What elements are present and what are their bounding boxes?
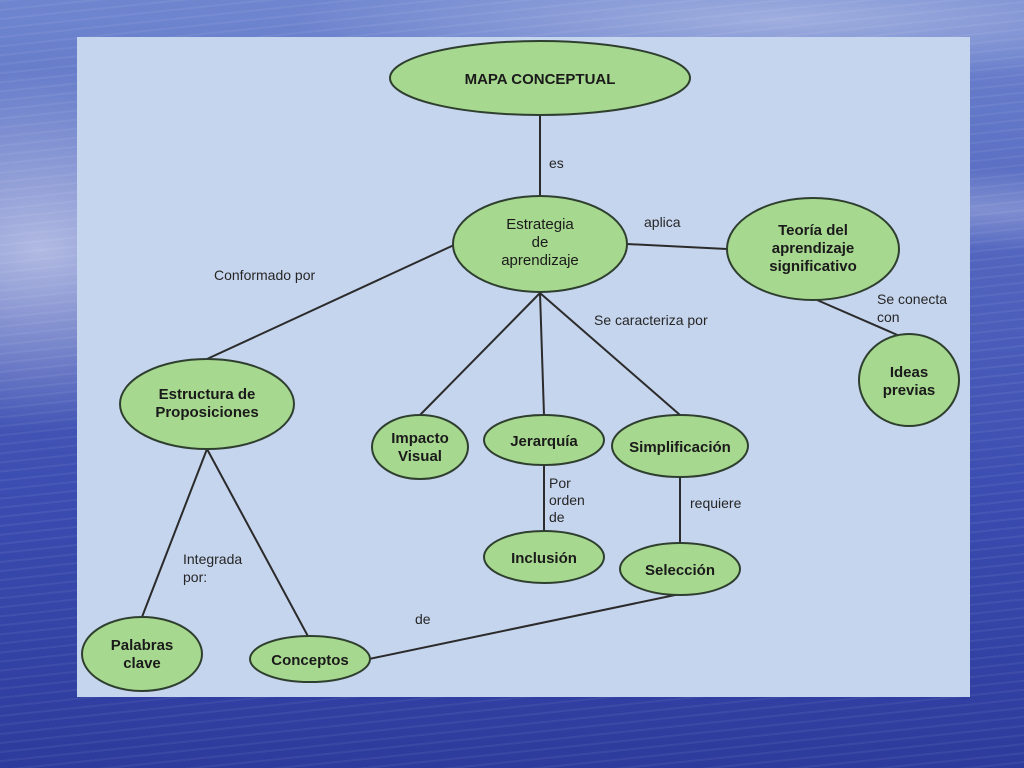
edge-label-de: de bbox=[415, 611, 431, 627]
node-label: Impacto bbox=[391, 430, 449, 447]
node-conceptos: Conceptos bbox=[249, 635, 371, 683]
edge-label-por-orden-de-1: Por bbox=[549, 475, 571, 491]
edge-label-requiere: requiere bbox=[690, 495, 742, 511]
node-label: Jerarquía bbox=[510, 433, 578, 450]
edge-label-se-conecta-con-1: Se conecta bbox=[877, 291, 947, 307]
edge-label-conformado-por: Conformado por bbox=[214, 267, 316, 283]
edge-labels: es aplica Conformado por Se caracteriza … bbox=[183, 155, 947, 627]
node-label: Ideas bbox=[890, 364, 928, 381]
node-label: Conceptos bbox=[271, 652, 349, 669]
edges bbox=[141, 115, 903, 660]
node-estructura-proposiciones: Estructura de Proposiciones bbox=[119, 358, 295, 450]
node-label: Selección bbox=[645, 562, 715, 579]
edge-teoria-ideas bbox=[816, 299, 903, 338]
edge-estrategia-jerarquia bbox=[539, 292, 545, 416]
node-palabras-clave: Palabras clave bbox=[81, 616, 203, 692]
node-estrategia-aprendizaje: Estrategia de aprendizaje bbox=[452, 195, 628, 293]
node-label: aprendizaje bbox=[501, 252, 579, 269]
concept-map-diagram: es aplica Conformado por Se caracteriza … bbox=[81, 40, 960, 692]
edge-estrategia-estructura bbox=[206, 244, 455, 360]
node-label: Palabras bbox=[111, 637, 174, 654]
node-teoria-aprendizaje-significativo: Teoría del aprendizaje significativo bbox=[726, 197, 900, 301]
edge-estrategia-teoria bbox=[626, 243, 728, 250]
node-label: Estrategia bbox=[506, 216, 574, 233]
node-label: Teoría del bbox=[778, 222, 848, 239]
node-jerarquia: Jerarquía bbox=[483, 414, 605, 466]
node-label: Simplificación bbox=[629, 439, 731, 456]
edge-label-se-conecta-con-2: con bbox=[877, 309, 900, 325]
edge-label-integrada-por-1: Integrada bbox=[183, 551, 242, 567]
edge-label-por-orden-de-3: de bbox=[549, 509, 565, 525]
node-impacto-visual: Impacto Visual bbox=[371, 414, 469, 480]
node-label: Inclusión bbox=[511, 550, 577, 567]
node-simplificacion: Simplificación bbox=[611, 414, 749, 478]
node-label: previas bbox=[883, 382, 936, 399]
node-label: aprendizaje bbox=[772, 240, 855, 257]
edge-label-se-caracteriza-por: Se caracteriza por bbox=[594, 312, 708, 328]
node-label: Visual bbox=[398, 448, 442, 465]
edge-label-integrada-por-2: por: bbox=[183, 569, 207, 585]
edge-seleccion-conceptos bbox=[368, 593, 681, 660]
node-label: de bbox=[532, 234, 549, 251]
edge-estrategia-simplificacion bbox=[539, 292, 681, 416]
node-seleccion: Selección bbox=[619, 542, 741, 596]
node-mapa-conceptual: MAPA CONCEPTUAL bbox=[389, 40, 691, 116]
edge-estrategia-impacto bbox=[419, 292, 541, 416]
edge-label-es: es bbox=[549, 155, 564, 171]
node-label: Estructura de bbox=[159, 386, 256, 403]
node-label: MAPA CONCEPTUAL bbox=[465, 71, 616, 88]
node-label: Proposiciones bbox=[155, 404, 258, 421]
node-label: significativo bbox=[769, 258, 857, 275]
node-inclusion: Inclusión bbox=[483, 530, 605, 584]
edge-estructura-palabras bbox=[141, 448, 208, 618]
edge-estructura-conceptos bbox=[206, 448, 311, 641]
node-label: clave bbox=[123, 655, 161, 672]
concept-map-panel: es aplica Conformado por Se caracteriza … bbox=[77, 37, 970, 697]
edge-label-por-orden-de-2: orden bbox=[549, 492, 585, 508]
node-ideas-previas: Ideas previas bbox=[858, 333, 960, 427]
edge-label-aplica: aplica bbox=[644, 214, 681, 230]
